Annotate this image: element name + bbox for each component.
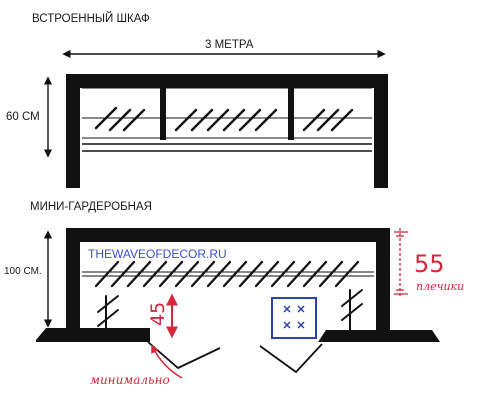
hanging-rail <box>82 271 374 277</box>
side-shelf-right <box>341 289 363 335</box>
hangers-top <box>94 106 354 132</box>
storage-box <box>271 297 317 339</box>
watermark: THEWAVEOFDECOR.RU <box>88 247 227 261</box>
door-swing-right <box>259 343 323 374</box>
depth-label-top: 60 СМ <box>6 111 40 123</box>
width-label: 3 МЕТРА <box>205 39 254 51</box>
door-swing-left <box>147 341 221 370</box>
bottom-title: МИНИ-ГАРДЕРОБНАЯ <box>30 201 152 213</box>
hangers-bottom <box>94 260 360 288</box>
passage-callout-arrow <box>151 344 183 379</box>
side-shelf-left <box>97 295 119 341</box>
top-title: ВСТРОЕННЫЙ ШКАФ <box>32 12 150 25</box>
hanger-value: 55 <box>414 250 445 278</box>
passage-label: минимально <box>90 373 170 387</box>
wardrobe-sections <box>82 87 372 152</box>
hanger-label: плечики <box>416 280 464 293</box>
wardrobe-walls <box>66 74 388 188</box>
depth-label-bottom: 100 СМ. <box>4 266 42 277</box>
passage-value: 45 <box>147 302 169 326</box>
hanger-depth-dimension <box>394 228 408 298</box>
closet-walls <box>36 228 440 342</box>
